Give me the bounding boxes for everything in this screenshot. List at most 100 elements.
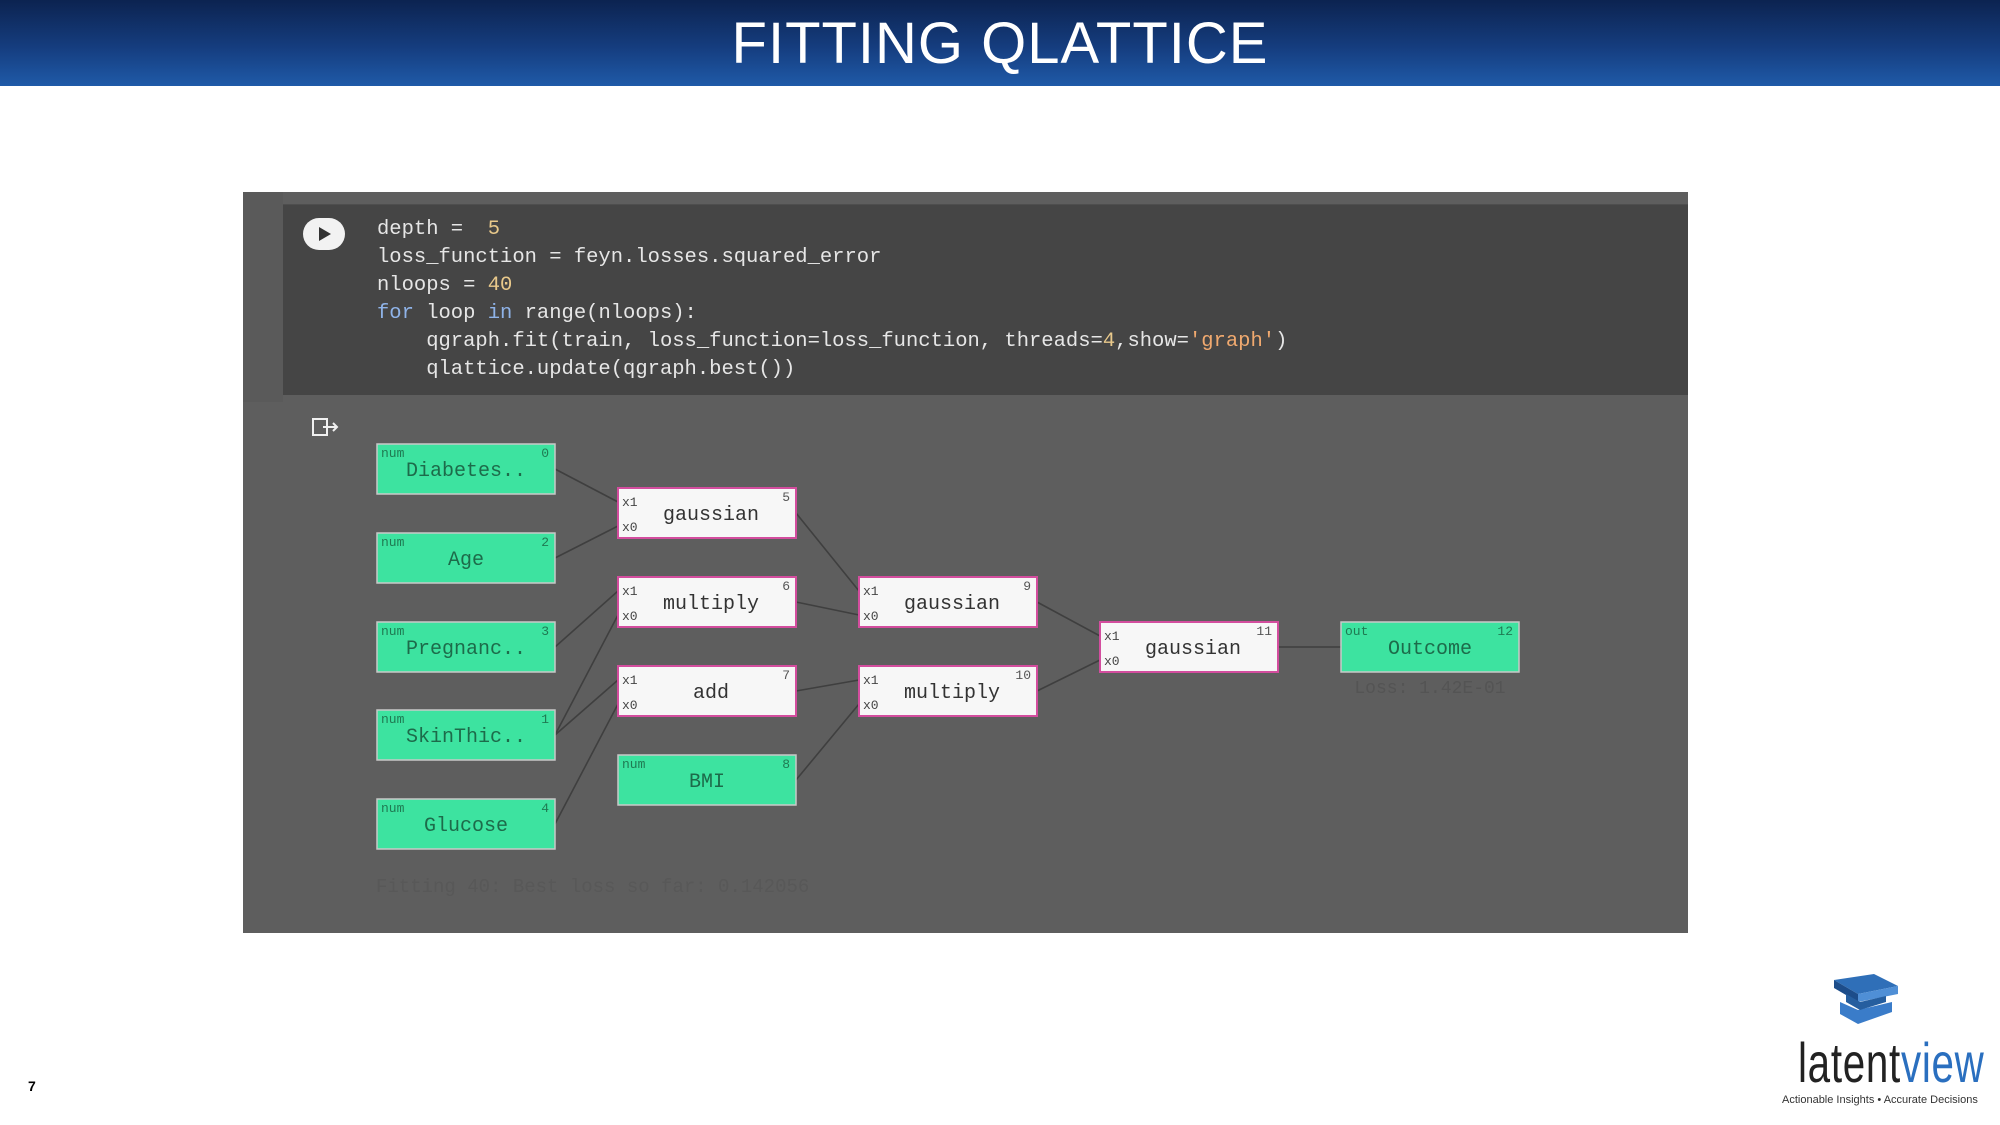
code-line-4: for loop in range(nloops): bbox=[377, 302, 697, 325]
node-type-tag: num bbox=[381, 624, 405, 639]
node-index: 0 bbox=[541, 446, 549, 461]
node-index: 10 bbox=[1015, 668, 1031, 683]
graph-edge bbox=[795, 512, 860, 592]
node-label: multiply bbox=[663, 593, 759, 616]
node-port-x0: x0 bbox=[622, 520, 638, 535]
node-type-tag: num bbox=[381, 801, 405, 816]
node-index: 3 bbox=[541, 624, 549, 639]
node-label: gaussian bbox=[663, 504, 759, 527]
notebook-screenshot: depth = 5 loss_function = feyn.losses.squ… bbox=[243, 192, 1688, 933]
loss-label: Loss: 1.42E-01 bbox=[1354, 679, 1505, 699]
graph-edge bbox=[554, 679, 619, 736]
graph-edge bbox=[795, 679, 860, 692]
node-box bbox=[376, 532, 556, 584]
node-box bbox=[617, 487, 797, 539]
graph-edge bbox=[554, 703, 619, 825]
stack-logo-icon bbox=[1834, 974, 1898, 1024]
node-index: 2 bbox=[541, 535, 549, 550]
node-label: Pregnanc.. bbox=[406, 638, 526, 661]
node-index: 8 bbox=[782, 757, 790, 772]
node-label: BMI bbox=[689, 771, 725, 794]
graph-node-output[interactable]: Outcome 12 out bbox=[1340, 621, 1520, 673]
node-label: gaussian bbox=[904, 593, 1000, 616]
cell-gutter bbox=[243, 192, 283, 402]
graph-node-op[interactable]: gaussian 11 x1 x0 bbox=[1099, 621, 1279, 673]
node-type-tag: num bbox=[381, 446, 405, 461]
graph-node-input[interactable]: BMI 8 num bbox=[617, 754, 797, 806]
graph-node-input[interactable]: SkinThic.. 1 num bbox=[376, 709, 556, 761]
node-port-x1: x1 bbox=[863, 673, 879, 688]
graph-node-op[interactable]: multiply 10 x1 x0 bbox=[858, 665, 1038, 717]
play-icon bbox=[319, 227, 331, 241]
node-index: 12 bbox=[1497, 624, 1513, 639]
code-line-3: nloops = 40 bbox=[377, 274, 513, 297]
node-box bbox=[617, 665, 797, 717]
graph-nodes: Diabetes..0numAge2numPregnanc..3numSkinT… bbox=[376, 443, 1520, 850]
fitting-status: Fitting 40: Best loss so far: 0.142056 bbox=[376, 876, 810, 898]
graph-edge bbox=[1036, 659, 1101, 692]
graph-node-op[interactable]: gaussian 9 x1 x0 bbox=[858, 576, 1038, 628]
code-editor[interactable]: depth = 5 loss_function = feyn.losses.squ… bbox=[377, 216, 1287, 384]
node-label: Diabetes.. bbox=[406, 460, 526, 483]
code-line-2: loss_function = feyn.losses.squared_erro… bbox=[377, 246, 882, 269]
node-box bbox=[617, 754, 797, 806]
node-index: 11 bbox=[1256, 624, 1272, 639]
node-box bbox=[858, 576, 1038, 628]
code-line-1: depth = 5 bbox=[377, 218, 501, 241]
graph-node-op[interactable]: gaussian 5 x1 x0 bbox=[617, 487, 797, 539]
node-index: 7 bbox=[782, 668, 790, 683]
node-port-x0: x0 bbox=[863, 698, 879, 713]
page-number: 7 bbox=[28, 1078, 36, 1094]
node-type-tag: num bbox=[622, 757, 646, 772]
slide-title: FITTING QLATTICE bbox=[731, 11, 1269, 76]
logo-tagline: Actionable Insights • Accurate Decisions bbox=[1782, 1094, 1978, 1106]
code-cell[interactable] bbox=[283, 204, 1688, 395]
graph-edges bbox=[554, 468, 1341, 825]
graph-edge bbox=[554, 590, 619, 648]
node-port-x1: x1 bbox=[1104, 629, 1120, 644]
node-label: gaussian bbox=[1145, 638, 1241, 661]
node-index: 9 bbox=[1023, 579, 1031, 594]
graph-edge bbox=[795, 601, 860, 616]
node-label: Glucose bbox=[424, 815, 508, 838]
node-port-x1: x1 bbox=[863, 584, 879, 599]
node-label: SkinThic.. bbox=[406, 726, 526, 749]
graph-edge bbox=[554, 525, 619, 559]
node-port-x0: x0 bbox=[1104, 654, 1120, 669]
code-line-6: qlattice.update(qgraph.best()) bbox=[377, 358, 796, 381]
node-box bbox=[858, 665, 1038, 717]
node-type-tag: num bbox=[381, 712, 405, 727]
node-box bbox=[376, 621, 556, 673]
graph-node-input[interactable]: Diabetes.. 0 num bbox=[376, 443, 556, 495]
graph-node-input[interactable]: Glucose 4 num bbox=[376, 798, 556, 850]
node-index: 4 bbox=[541, 801, 549, 816]
graph-edge bbox=[1036, 601, 1101, 637]
node-label: Outcome bbox=[1388, 638, 1472, 661]
node-port-x0: x0 bbox=[622, 698, 638, 713]
node-port-x1: x1 bbox=[622, 495, 638, 510]
latentview-logo: latentview Actionable Insights • Accurat… bbox=[1770, 972, 1984, 1112]
node-box bbox=[617, 576, 797, 628]
node-box bbox=[376, 709, 556, 761]
node-box bbox=[376, 798, 556, 850]
run-cell-button[interactable] bbox=[303, 218, 345, 250]
node-port-x0: x0 bbox=[863, 609, 879, 624]
node-type-tag: out bbox=[1345, 624, 1368, 639]
node-index: 6 bbox=[782, 579, 790, 594]
graph-edge bbox=[795, 703, 860, 781]
node-label: add bbox=[693, 682, 729, 705]
graph-node-input[interactable]: Pregnanc.. 3 num bbox=[376, 621, 556, 673]
graph-edge bbox=[554, 614, 619, 736]
title-bar bbox=[0, 0, 2000, 86]
node-port-x0: x0 bbox=[622, 609, 638, 624]
node-index: 5 bbox=[782, 490, 790, 505]
logo-wordmark: latentview bbox=[1798, 1031, 1985, 1094]
code-line-5: qgraph.fit(train, loss_function=loss_fun… bbox=[377, 330, 1288, 353]
output-toggle-icon[interactable] bbox=[311, 417, 341, 439]
node-box bbox=[1099, 621, 1279, 673]
node-index: 1 bbox=[541, 712, 549, 727]
node-label: multiply bbox=[904, 682, 1000, 705]
